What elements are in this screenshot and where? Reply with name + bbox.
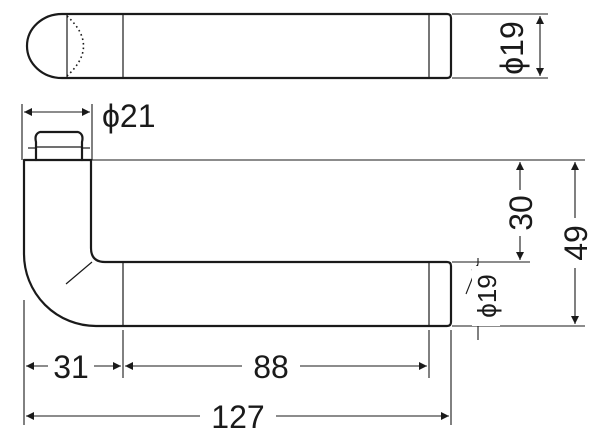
top-view-hidden-arc bbox=[66, 15, 85, 77]
dimension-height-49: 49 bbox=[558, 162, 594, 324]
dimension-height-49-label: 49 bbox=[558, 225, 594, 261]
rose-spindle-cap bbox=[34, 130, 84, 162]
dimension-overall-127-label: 127 bbox=[211, 399, 264, 435]
dimension-height-30: 30 bbox=[503, 162, 539, 260]
top-view-outline bbox=[25, 12, 453, 80]
dimension-grip-diameter: ϕ19 bbox=[465, 258, 502, 340]
dimension-height-30-label: 30 bbox=[503, 195, 539, 231]
dimension-rose-diameter: ϕ21 bbox=[21, 98, 156, 160]
dimension-top-diameter-label: ϕ19 bbox=[494, 21, 530, 75]
dimension-overall-127: 127 bbox=[26, 396, 449, 436]
dimension-rose-diameter-label: ϕ21 bbox=[102, 98, 156, 134]
front-view bbox=[22, 158, 453, 328]
dimension-top-diameter: ϕ19 bbox=[452, 13, 548, 79]
rose bbox=[28, 130, 90, 162]
front-view-outline bbox=[22, 158, 453, 328]
dimension-length-31: 31 bbox=[26, 346, 121, 385]
dimension-length-88: 88 bbox=[125, 346, 427, 385]
dimension-grip-diameter-label: ϕ19 bbox=[472, 274, 502, 317]
top-view bbox=[25, 12, 453, 80]
front-view-chamfer bbox=[65, 261, 93, 285]
dimension-length-31-label: 31 bbox=[53, 349, 89, 385]
dimension-length-88-label: 88 bbox=[253, 349, 289, 385]
